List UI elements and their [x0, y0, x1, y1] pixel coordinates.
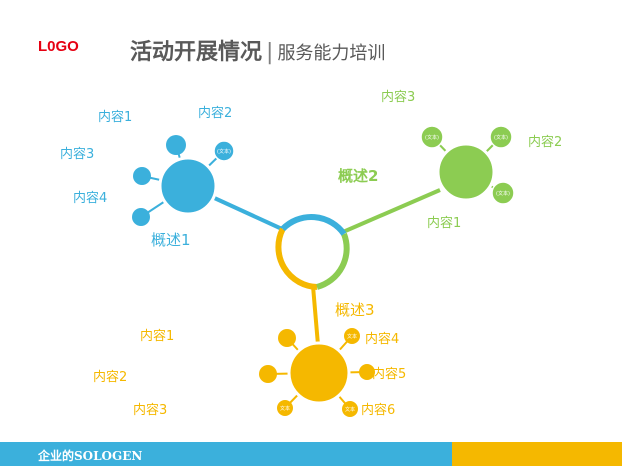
blue-node-4: [132, 208, 150, 226]
connector-blue: [209, 194, 283, 231]
page-subtitle: 服务能力培训: [277, 43, 386, 64]
yellow-left-item-2-label: 内容2: [93, 370, 128, 385]
green-node-1-tag: (文本): [425, 134, 439, 141]
mind-map-diagram: (文本) (文本) (文本) (文本) 文本 文本 文本: [132, 125, 515, 417]
title-main: 活动开展情况: [130, 40, 263, 65]
green-item-3-label: 内容3: [381, 90, 416, 105]
connector-green: [342, 188, 441, 234]
yellow-main-node: [287, 341, 351, 405]
overview-2-label: 概述2: [338, 167, 379, 185]
blue-node-1: [166, 135, 186, 155]
yellow-node-3: [259, 365, 277, 383]
blue-node-2-tag: (文本): [217, 148, 231, 155]
blue-node-3: [133, 167, 151, 185]
green-item-2-label: 内容2: [528, 135, 563, 150]
green-node-2-tag: (文本): [494, 134, 508, 141]
yellow-node-2-tag: 文本: [347, 333, 357, 340]
blue-item-3-label: 内容3: [60, 147, 95, 162]
yellow-node-5: [277, 400, 293, 416]
yellow-right-item-6-label: 内容6: [361, 403, 396, 418]
yellow-node-1: [278, 329, 296, 347]
yellow-node-6-tag: 文本: [345, 406, 355, 413]
green-main-node: [436, 142, 496, 202]
green-item-1-label: 内容1: [427, 216, 462, 231]
overview-3-label: 概述3: [335, 301, 375, 319]
footer-company-text: 企业的SOLOGEN: [38, 449, 143, 463]
green-node-1: [420, 125, 444, 149]
yellow-right-item-5-label: 内容5: [372, 367, 407, 382]
connector-yellow: [311, 285, 320, 346]
yellow-node-2: [344, 328, 360, 344]
overview-1-label: 概述1: [151, 231, 191, 249]
page-title: 活动开展情况|服务能力培训: [130, 34, 385, 66]
title-separator: |: [266, 40, 274, 65]
yellow-node-4: [359, 364, 375, 380]
blue-main-node: [158, 156, 218, 216]
yellow-node-6: [342, 401, 358, 417]
blue-node-2: [213, 140, 235, 162]
green-node-3-tag: (文本): [496, 190, 510, 197]
blue-item-1-label: 内容1: [98, 110, 133, 125]
green-node-2: [489, 125, 513, 149]
yellow-right-item-4-label: 内容4: [365, 332, 400, 347]
footer-yellow-band: [452, 442, 622, 466]
hub-node: [275, 214, 350, 290]
footer-blue-band: 企业的SOLOGEN: [0, 442, 452, 466]
blue-item-4-label: 内容4: [73, 191, 108, 206]
yellow-left-item-3-label: 内容3: [133, 403, 168, 418]
logo: L0GO: [38, 38, 79, 55]
blue-item-2-label: 内容2: [198, 106, 233, 121]
yellow-left-item-1-label: 内容1: [140, 329, 175, 344]
green-node-3: [491, 181, 515, 205]
footer-bar: 企业的SOLOGEN: [0, 442, 622, 466]
yellow-node-5-tag: 文本: [280, 405, 290, 412]
